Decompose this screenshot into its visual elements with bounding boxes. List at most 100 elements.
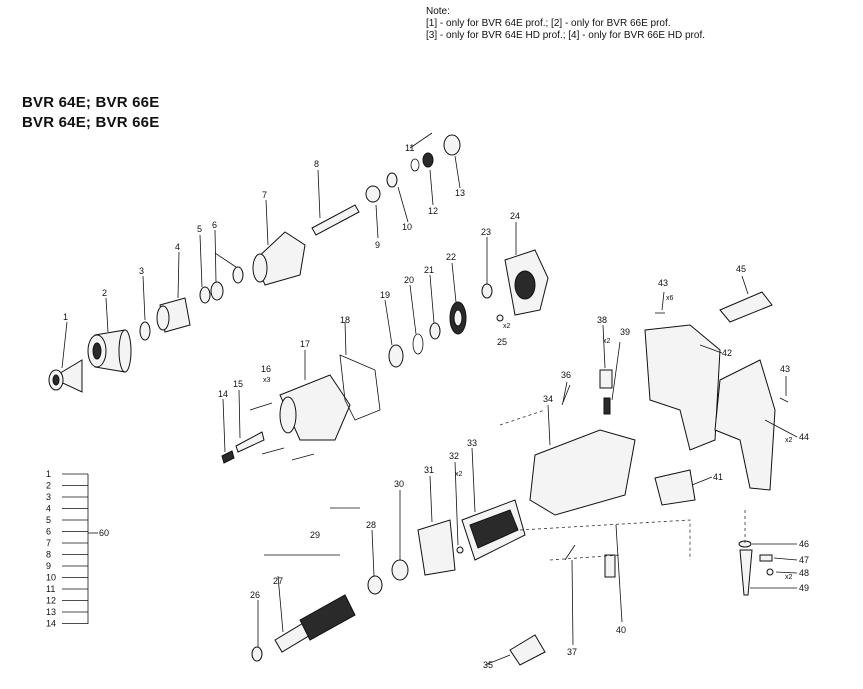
label-26: 26: [250, 590, 260, 600]
part-18-gasket: [339, 354, 381, 421]
label-29: 29: [310, 530, 320, 540]
part-16-screws: [249, 402, 315, 461]
mult-48: x2: [785, 574, 793, 581]
part-31-fan-baffle: [417, 519, 456, 576]
label-47: 47: [799, 555, 809, 565]
part-35-capacitor: [509, 634, 546, 666]
label-41: 41: [713, 472, 723, 482]
mult-32: x2: [455, 471, 463, 478]
label-5: 5: [197, 224, 202, 234]
label-1: 1: [63, 312, 68, 322]
kit-list-item: 14: [46, 619, 56, 629]
part-1-chuck-cap: [48, 359, 83, 393]
part-41-switch: [654, 469, 696, 506]
label-9: 9: [375, 240, 380, 250]
label-8: 8: [314, 159, 319, 169]
label-43-right: 43: [780, 364, 790, 374]
part-32-screws: [456, 546, 464, 554]
part-11-clip: [410, 158, 420, 172]
mult-44: x2: [785, 437, 793, 444]
leader-lines: [61, 132, 798, 666]
label-49: 49: [799, 583, 809, 593]
label-30: 30: [394, 479, 404, 489]
label-45: 45: [736, 264, 746, 274]
part-37-pin: [564, 544, 576, 561]
label-60: 60: [99, 528, 109, 538]
label-42: 42: [722, 348, 732, 358]
part-43-screws: [655, 312, 789, 403]
part-42-handle-half: [644, 324, 721, 451]
mult-25: x2: [503, 323, 511, 330]
model-title-2: BVR 64E; BVR 66E: [22, 114, 160, 131]
kit-list: 60: [87, 474, 109, 624]
part-27-armature: [274, 594, 356, 653]
part-30-bearing: [391, 559, 409, 581]
note-heading: Note:: [426, 6, 450, 17]
label-32: 32: [449, 451, 459, 461]
part-13-nut: [443, 134, 461, 156]
label-19: 19: [380, 290, 390, 300]
part-15-shaft-insert: [235, 431, 265, 453]
part-21-washer: [429, 322, 441, 340]
kit-list-item: 2: [46, 481, 51, 491]
part-39-brush: [603, 397, 611, 415]
part-17-gear-housing: [279, 374, 351, 441]
part-49-cable-sleeve: [739, 549, 753, 596]
label-48: 48: [799, 568, 809, 578]
part-9-bearing: [365, 185, 381, 203]
part-labels: 1 2 3 4 5 6 7 8 9 10 11 12 13 14 15 16 x…: [63, 143, 809, 670]
label-17: 17: [300, 339, 310, 349]
label-23: 23: [481, 227, 491, 237]
label-25: 25: [497, 337, 507, 347]
kit-list-item: 10: [46, 573, 56, 583]
label-16: 16: [261, 364, 271, 374]
label-24: 24: [510, 211, 520, 221]
label-36: 36: [561, 370, 571, 380]
part-44-handle-half: [714, 359, 776, 491]
label-37: 37: [567, 647, 577, 657]
kit-list-item: 5: [46, 515, 51, 525]
label-20: 20: [404, 275, 414, 285]
label-21: 21: [424, 265, 434, 275]
kit-list-item: 9: [46, 561, 51, 571]
part-34-motor-housing: [529, 429, 636, 516]
label-10: 10: [402, 222, 412, 232]
kit-list-item: 4: [46, 504, 51, 514]
part-4-chuck-body: [156, 297, 191, 333]
part-10-washer: [386, 172, 398, 188]
part-2-sleeve: [87, 329, 132, 373]
kit-list-item: 12: [46, 596, 56, 606]
note-line-1: [1] - only for BVR 64E prof.; [2] - only…: [426, 18, 671, 29]
label-12: 12: [428, 206, 438, 216]
mult-16: x3: [263, 377, 271, 384]
label-38: 38: [597, 315, 607, 325]
label-28: 28: [366, 520, 376, 530]
note-line-2: [3] - only for BVR 64E HD prof.; [4] - o…: [426, 30, 705, 41]
part-22-gear: [449, 301, 467, 335]
part-38-brush-holder: [599, 369, 613, 389]
label-33: 33: [467, 438, 477, 448]
label-18: 18: [340, 315, 350, 325]
part-19-bearing: [388, 344, 404, 368]
label-44: 44: [799, 432, 809, 442]
label-3: 3: [139, 266, 144, 276]
part-40-brush-holder: [604, 554, 616, 578]
kit-list-item: 6: [46, 527, 51, 537]
part-23-bushing: [481, 283, 493, 299]
label-35: 35: [483, 660, 493, 670]
part-7-spindle-housing: [252, 231, 306, 286]
part-3-ring: [139, 321, 151, 341]
part-6-bearing: [210, 266, 244, 301]
part-14-spindle: [221, 450, 235, 464]
label-22: 22: [446, 252, 456, 262]
label-4: 4: [175, 242, 180, 252]
part-45-trigger-lock: [719, 291, 773, 323]
label-31: 31: [424, 465, 434, 475]
part-48-screws: [766, 568, 774, 576]
mult-38: x2: [603, 338, 611, 345]
model-title-1: BVR 64E; BVR 66E: [22, 94, 160, 111]
note-block: Note: [1] - only for BVR 64E prof.; [2] …: [426, 6, 705, 42]
label-14: 14: [218, 389, 228, 399]
part-8-shaft: [311, 204, 360, 236]
